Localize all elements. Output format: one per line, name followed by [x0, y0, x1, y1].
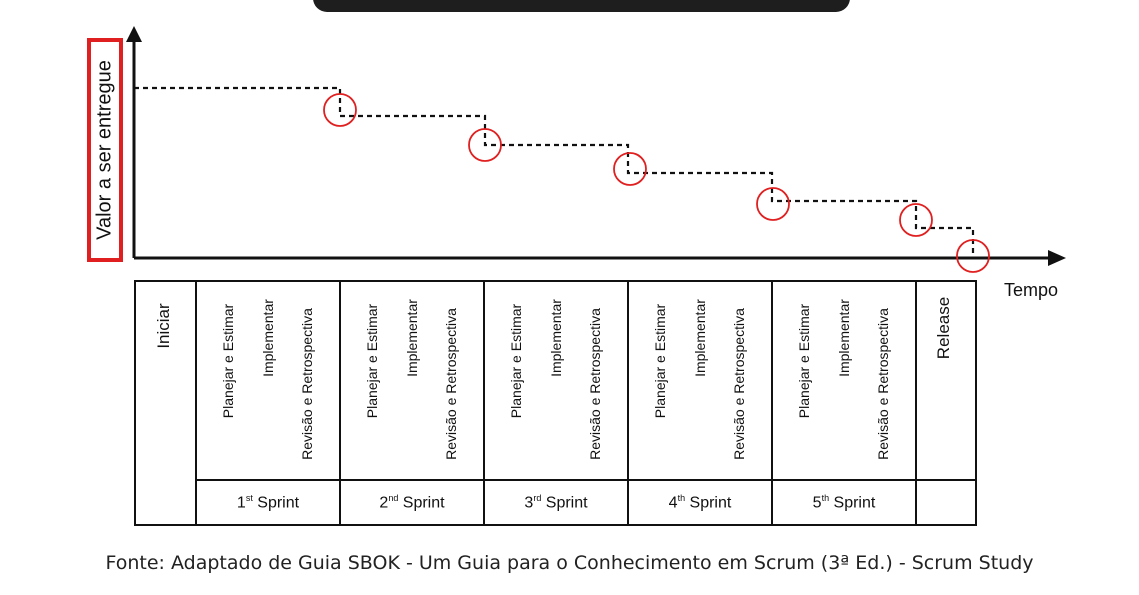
sprint-activity-label: Planejar e Estimar — [652, 303, 668, 419]
sprint-activity-label: Implementar — [692, 299, 708, 377]
sprint-activity-label: Planejar e Estimar — [796, 303, 812, 419]
phase-end-label: Release — [934, 296, 953, 360]
sprint-activity-label: Implementar — [548, 299, 564, 377]
phase-table-border — [134, 280, 977, 526]
sprint-label: 1st Sprint — [236, 493, 300, 512]
sprint-activity-label: Planejar e Estimar — [364, 303, 380, 419]
sprint-activity-label: Revisão e Retrospectiva — [875, 308, 891, 460]
phase-start-label: Iniciar — [154, 303, 173, 349]
y-axis-label: Valor a ser entregue — [93, 60, 116, 240]
sprint-label: 4th Sprint — [668, 493, 732, 512]
y-axis-arrow — [126, 26, 142, 42]
sprint-activity-label: Implementar — [260, 299, 276, 377]
step-marker-circle — [956, 239, 990, 273]
value-staircase — [134, 86, 975, 256]
sprint-activity-label: Revisão e Retrospectiva — [299, 308, 315, 460]
sprint-activity-label: Revisão e Retrospectiva — [587, 308, 603, 460]
sprint-label: 5th Sprint — [812, 493, 876, 512]
step-marker-circle — [323, 93, 357, 127]
top-dark-bar — [313, 0, 850, 12]
source-caption: Fonte: Adaptado de Guia SBOK - Um Guia p… — [105, 552, 1034, 574]
step-marker-circle — [613, 152, 647, 186]
sprint-activity-label: Planejar e Estimar — [508, 303, 524, 419]
sprint-activity-label: Revisão e Retrospectiva — [443, 308, 459, 460]
sprint-activity-label: Planejar e Estimar — [220, 303, 236, 419]
step-marker-circle — [899, 203, 933, 237]
sprint-activity-label: Implementar — [836, 299, 852, 377]
step-marker-circle — [468, 128, 502, 162]
sprint-activity-label: Revisão e Retrospectiva — [731, 308, 747, 460]
sprint-label: 2nd Sprint — [379, 493, 445, 512]
sprint-activity-label: Implementar — [404, 299, 420, 377]
step-marker-circle — [756, 187, 790, 221]
x-axis-label: Tempo — [1004, 280, 1059, 300]
sprint-label: 3rd Sprint — [524, 493, 588, 512]
x-axis-arrow — [1048, 250, 1066, 266]
y-axis-highlight-box — [87, 38, 123, 262]
